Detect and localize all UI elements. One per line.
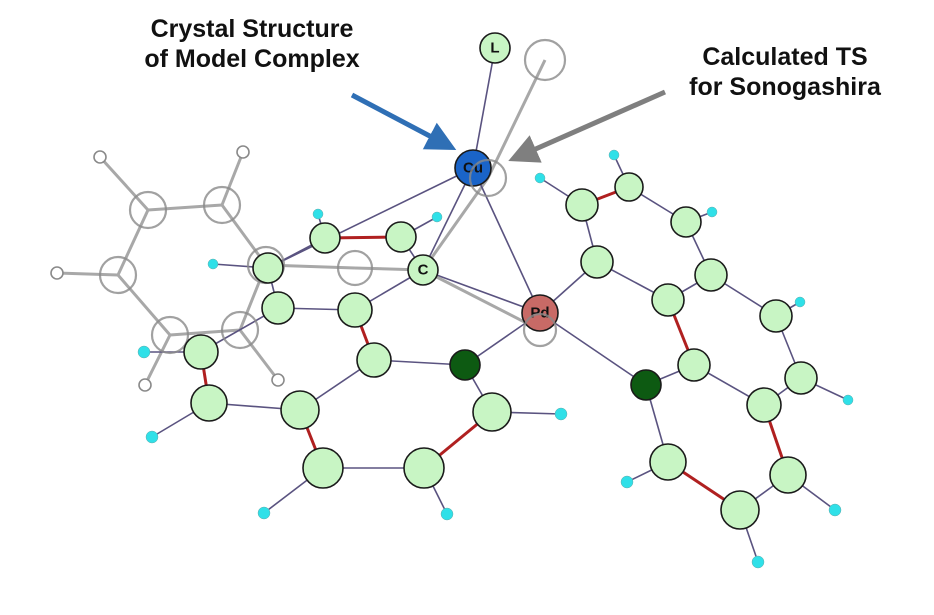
bond	[422, 269, 541, 314]
hydrogen-atom	[431, 211, 443, 223]
bond	[472, 167, 541, 314]
carbon-atom	[677, 348, 711, 382]
ts-bond	[220, 204, 268, 266]
ts-bond	[143, 334, 172, 386]
crystal-label-line1: Crystal Structure	[150, 15, 354, 43]
ts-bond	[486, 59, 547, 179]
ts-hydrogen-atom	[236, 145, 250, 159]
carbon-atom	[183, 334, 219, 370]
ts-overlay-atom	[523, 38, 567, 82]
carbon-atom	[694, 258, 728, 292]
hydrogen-atom	[554, 407, 568, 421]
ts-label-line1: Calculated TS	[702, 43, 868, 71]
hydrogen-atom	[257, 506, 271, 520]
bond	[472, 47, 496, 169]
ts-label-line2: for Sonogashira	[689, 73, 881, 101]
carbon-atom	[309, 222, 341, 254]
ts-bond	[147, 203, 223, 212]
carbon-atom	[472, 392, 512, 432]
carbon-atom	[280, 390, 320, 430]
ligand-atom-label: L	[490, 40, 499, 57]
ligand-atom	[479, 32, 511, 64]
calculated-ts-arrow	[508, 89, 667, 163]
bond	[422, 167, 474, 271]
carbon-atom	[403, 447, 445, 489]
carbon-atom	[252, 252, 284, 284]
carbon-atom	[720, 490, 760, 530]
carbon-atom	[746, 387, 782, 423]
carbon-atom	[356, 342, 392, 378]
ts-bond	[116, 209, 150, 276]
hydrogen-atom	[312, 208, 324, 220]
ts-bond	[169, 328, 241, 337]
carbon-atom	[651, 283, 685, 317]
nitrogen-atom	[449, 349, 481, 381]
ts-bond	[220, 151, 245, 206]
ts-overlay-atom	[336, 249, 374, 287]
hydrogen-atom	[842, 394, 854, 406]
ts-hydrogen-atom	[271, 373, 285, 387]
hydrogen-atom	[828, 503, 842, 517]
hydrogen-atom	[706, 206, 718, 218]
ts-overlay-atom	[128, 190, 168, 230]
ts-hydrogen-atom	[50, 266, 64, 280]
carbon-atom-label: C	[418, 262, 429, 279]
ts-bond	[56, 271, 119, 277]
hydrogen-atom	[608, 149, 620, 161]
bonds	[56, 47, 849, 563]
ts-overlay-atom	[522, 312, 558, 348]
carbon-atom	[784, 361, 818, 395]
ts-bond	[98, 155, 150, 212]
ts-overlay-atom	[220, 310, 260, 350]
ts-bond	[116, 274, 172, 336]
ts-bond	[238, 329, 280, 381]
crystal-structure-arrow	[350, 92, 457, 150]
hydrogen-atom	[794, 296, 806, 308]
hydrogen-atom	[137, 345, 151, 359]
carbon-atom	[385, 221, 417, 253]
hydrogen-atom	[440, 507, 454, 521]
ts-overlay-atom	[468, 158, 508, 198]
carbon-atom	[670, 206, 702, 238]
crystal-label-line2: of Model Complex	[144, 45, 360, 73]
ts-hydrogen-atom	[93, 150, 107, 164]
ts-overlay-atom	[98, 255, 138, 295]
bond	[539, 312, 647, 386]
hydrogen-atom	[620, 475, 634, 489]
carbon-atom	[649, 443, 687, 481]
ts-bond	[422, 268, 541, 332]
carbon-atom	[769, 456, 807, 494]
ts-hydrogen-atom	[138, 378, 152, 392]
calculated-ts-label: Calculated TS for Sonogashira	[660, 42, 910, 102]
carbon-atom	[261, 291, 295, 325]
carbon-atom	[337, 292, 373, 328]
ts-overlay-atom	[150, 315, 190, 355]
hydrogen-atom	[145, 430, 159, 444]
carbon-atom	[614, 172, 644, 202]
carbon-atom	[759, 299, 793, 333]
ts-overlay-atom	[202, 185, 242, 225]
hydrogen-atom	[751, 555, 765, 569]
carbon-atom	[190, 384, 228, 422]
carbon-atom	[302, 447, 344, 489]
crystal-structure-label: Crystal Structure of Model Complex	[112, 14, 392, 74]
carbon-atom	[580, 245, 614, 279]
hydrogen-atom	[207, 258, 219, 270]
nitrogen-atom	[630, 369, 662, 401]
carbon-atom	[407, 254, 439, 286]
hydrogen-atom	[534, 172, 546, 184]
carbon-atom	[565, 188, 599, 222]
bond	[267, 167, 474, 269]
ts-bond	[421, 177, 490, 271]
